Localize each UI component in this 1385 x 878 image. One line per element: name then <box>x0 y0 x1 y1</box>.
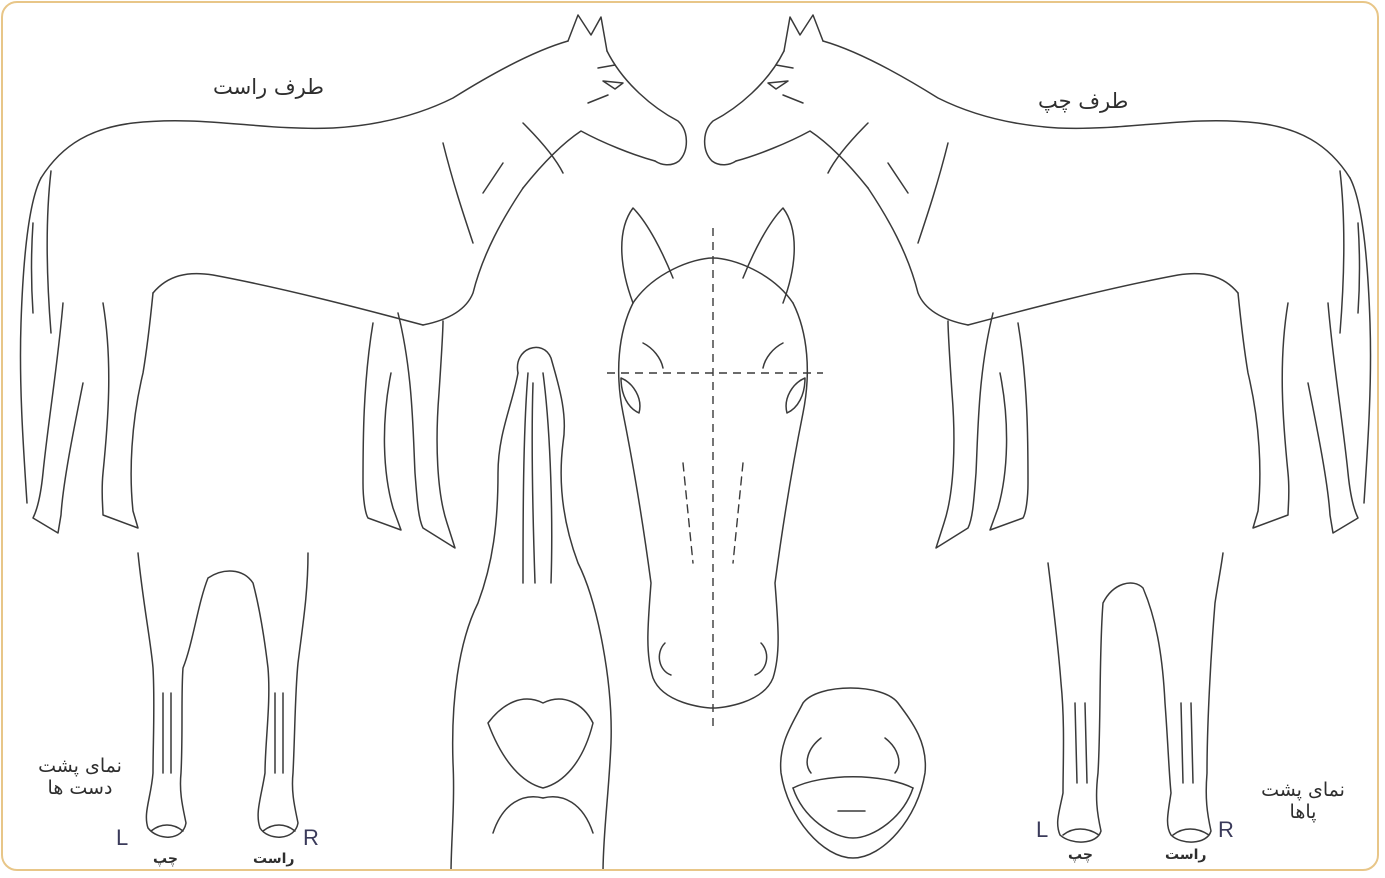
hindleg-left-word: چپ <box>1068 847 1093 863</box>
forelegs-rear-view <box>138 553 308 837</box>
horse-neck-top-view <box>451 347 611 871</box>
horse-right-side-view <box>20 15 686 548</box>
right-side-label: طرف راست <box>213 75 324 99</box>
forelegs-rear-label-line2: دست ها <box>25 777 135 799</box>
left-side-label: طرف چپ <box>1038 89 1128 113</box>
hindlegs-rear-label: نمای پشت پاها <box>1243 779 1363 823</box>
hindleg-L-marker: L <box>1036 817 1048 843</box>
foreleg-left-word: چپ <box>153 851 178 867</box>
hindlegs-rear-label-line1: نمای پشت <box>1243 779 1363 801</box>
forelegs-rear-label: نمای پشت دست ها <box>25 755 135 799</box>
hindleg-R-marker: R <box>1218 817 1234 843</box>
hindlegs-rear-label-line2: پاها <box>1243 801 1363 823</box>
foreleg-L-marker: L <box>116 825 128 851</box>
forelegs-rear-label-line1: نمای پشت <box>25 755 135 777</box>
horse-identification-diagram <box>3 3 1379 871</box>
hindleg-right-word: راست <box>1165 847 1206 863</box>
horse-muzzle-view <box>781 688 926 858</box>
hindlegs-rear-view <box>1048 553 1223 842</box>
foreleg-right-word: راست <box>253 851 294 867</box>
foreleg-R-marker: R <box>303 825 319 851</box>
